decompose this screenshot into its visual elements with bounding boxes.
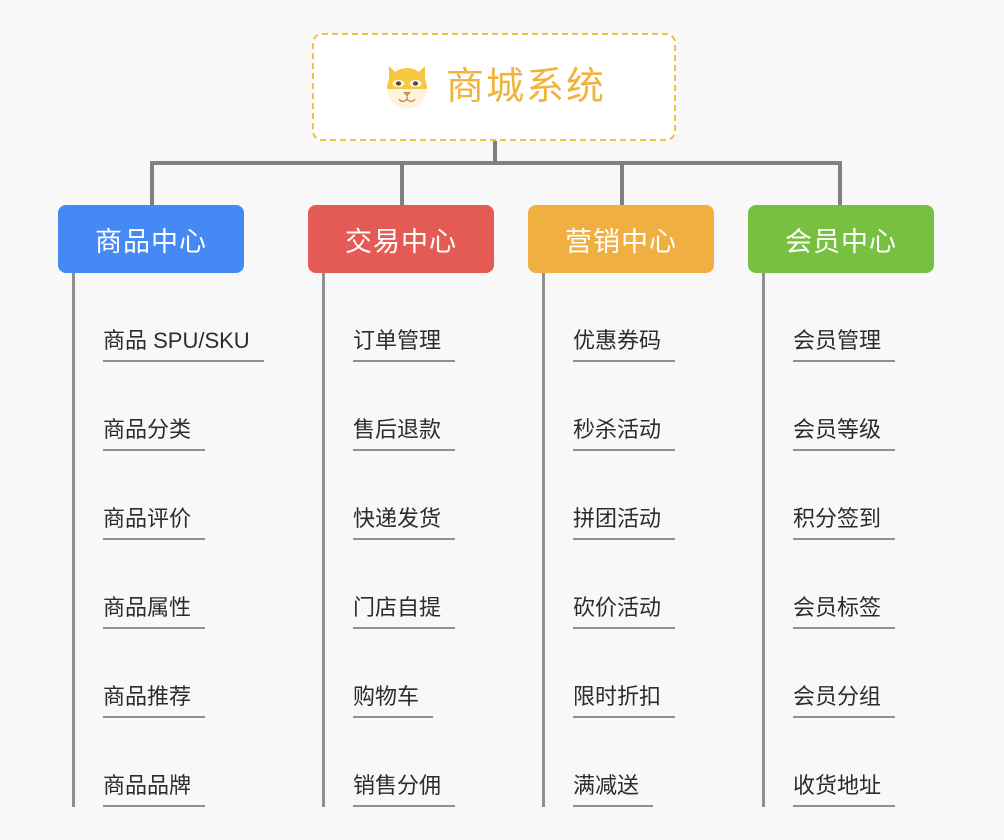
leaf-label: 快递发货 [353,505,456,540]
list-item[interactable]: 售后退款 [325,362,494,451]
connector-root-stem [493,141,497,164]
leaf-label: 会员等级 [793,416,896,451]
list-item[interactable]: 会员管理 [765,273,934,362]
leaf-label: 砍价活动 [573,594,676,629]
list-item[interactable]: 商品 SPU/SKU [75,273,264,362]
leaf-label: 售后退款 [353,416,456,451]
category-label: 营销中心 [565,226,677,257]
leaf-list-product-center: 商品 SPU/SKU 商品分类 商品评价 商品属性 商品推荐 商品品牌 [72,273,264,807]
list-item[interactable]: 秒杀活动 [545,362,714,451]
leaf-label: 会员标签 [793,594,896,629]
leaf-list-marketing-center: 优惠券码 秒杀活动 拼团活动 砍价活动 限时折扣 满减送 [542,273,714,807]
list-item[interactable]: 会员标签 [765,540,934,629]
column-product-center: 商品中心 商品 SPU/SKU 商品分类 商品评价 商品属性 商品推荐 商品品牌 [58,205,264,807]
list-item[interactable]: 订单管理 [325,273,494,362]
leaf-label: 拼团活动 [573,505,676,540]
list-item[interactable]: 门店自提 [325,540,494,629]
column-trade-center: 交易中心 订单管理 售后退款 快递发货 门店自提 购物车 销售分佣 [308,205,494,807]
category-box-marketing-center[interactable]: 营销中心 [528,205,714,273]
connector-horizontal-bus [150,161,842,165]
leaf-label: 商品推荐 [103,683,206,718]
column-marketing-center: 营销中心 优惠券码 秒杀活动 拼团活动 砍价活动 限时折扣 满减送 [528,205,714,807]
leaf-label: 商品 SPU/SKU [103,327,264,362]
list-item[interactable]: 快递发货 [325,451,494,540]
leaf-label: 会员管理 [793,327,896,362]
leaf-label: 收货地址 [793,772,896,807]
list-item[interactable]: 会员等级 [765,362,934,451]
leaf-label: 积分签到 [793,505,896,540]
leaf-label: 满减送 [573,772,654,807]
list-item[interactable]: 商品品牌 [75,718,244,807]
leaf-label: 销售分佣 [353,772,456,807]
leaf-label: 商品属性 [103,594,206,629]
leaf-list-trade-center: 订单管理 售后退款 快递发货 门店自提 购物车 销售分佣 [322,273,494,807]
list-item[interactable]: 商品推荐 [75,629,244,718]
root-node-title: 商城系统 [445,66,606,108]
category-label: 会员中心 [785,226,897,257]
leaf-label: 商品评价 [103,505,206,540]
list-item[interactable]: 限时折扣 [545,629,714,718]
connector-drop-4 [838,161,842,205]
category-box-member-center[interactable]: 会员中心 [748,205,934,273]
leaf-label: 优惠券码 [573,327,676,362]
list-item[interactable]: 积分签到 [765,451,934,540]
category-label: 商品中心 [95,226,207,257]
category-box-trade-center[interactable]: 交易中心 [308,205,494,273]
leaf-label: 会员分组 [793,683,896,718]
list-item[interactable]: 收货地址 [765,718,934,807]
connector-drop-2 [400,161,404,205]
leaf-label: 限时折扣 [573,683,676,718]
leaf-label: 订单管理 [353,327,456,362]
list-item[interactable]: 商品属性 [75,540,244,629]
connector-drop-3 [620,161,624,205]
leaf-label: 购物车 [353,683,434,718]
list-item[interactable]: 商品分类 [75,362,244,451]
leaf-list-member-center: 会员管理 会员等级 积分签到 会员标签 会员分组 收货地址 [762,273,934,807]
list-item[interactable]: 购物车 [325,629,494,718]
list-item[interactable]: 拼团活动 [545,451,714,540]
category-box-product-center[interactable]: 商品中心 [58,205,244,273]
list-item[interactable]: 满减送 [545,718,714,807]
list-item[interactable]: 销售分佣 [325,718,494,807]
dog-face-icon [382,62,432,112]
list-item[interactable]: 优惠券码 [545,273,714,362]
column-member-center: 会员中心 会员管理 会员等级 积分签到 会员标签 会员分组 收货地址 [748,205,934,807]
leaf-label: 商品品牌 [103,772,206,807]
list-item[interactable]: 会员分组 [765,629,934,718]
category-label: 交易中心 [345,226,457,257]
leaf-label: 门店自提 [353,594,456,629]
list-item[interactable]: 砍价活动 [545,540,714,629]
root-node-mall-system[interactable]: 商城系统 [312,33,676,141]
leaf-label: 商品分类 [103,416,206,451]
list-item[interactable]: 商品评价 [75,451,244,540]
connector-drop-1 [150,161,154,205]
leaf-label: 秒杀活动 [573,416,676,451]
